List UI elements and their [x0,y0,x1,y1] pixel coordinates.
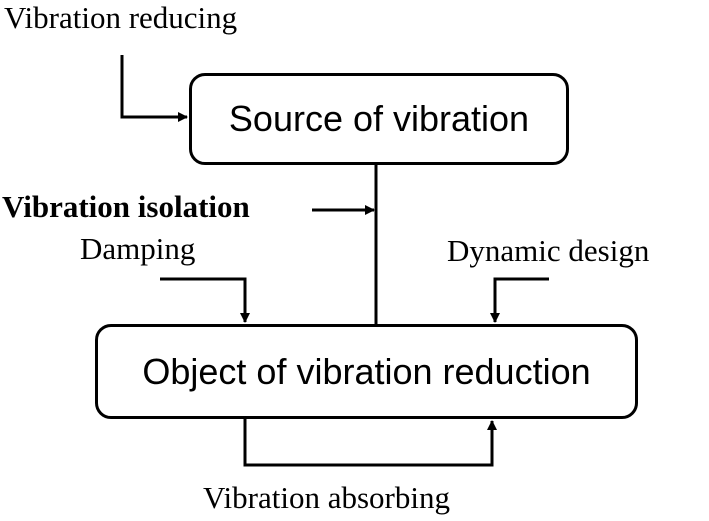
dynamic-design-label: Dynamic design [447,233,650,268]
object-node-label: Object of vibration reduction [142,350,591,392]
absorbing-loop-arrow [243,419,497,467]
vibration-reducing-label: Vibration reducing [4,0,238,35]
dynamic-design-arrow [490,277,549,323]
vibration-isolation-label: Vibration isolation [2,189,250,224]
reducing-arrow [120,55,188,122]
source-node-label: Source of vibration [228,98,530,139]
object-of-vibration-reduction-node: Object of vibration reduction [95,324,638,419]
vibration-absorbing-label: Vibration absorbing [203,480,450,515]
source-of-vibration-node: Source of vibration [189,73,569,165]
damping-arrow [160,277,250,323]
damping-label: Damping [80,231,196,266]
